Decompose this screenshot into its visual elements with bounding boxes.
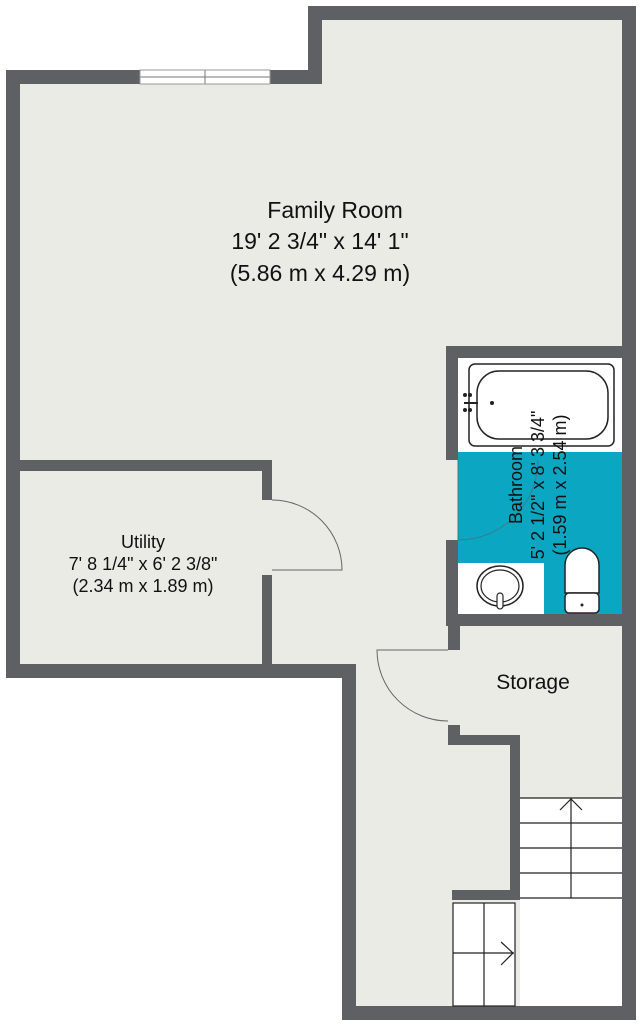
room-dimensions-imperial: 7' 8 1/4" x 6' 2 3/8": [69, 554, 218, 574]
room-dimensions-metric: (1.59 m x 2.54 m): [550, 414, 570, 555]
utility-door[interactable]: [271, 499, 343, 571]
room-name: Family Room: [267, 197, 402, 223]
room-dimensions-metric: (5.86 m x 4.29 m): [230, 260, 410, 286]
room-name: Utility: [121, 532, 165, 552]
stairs: [452, 797, 622, 1007]
tap-icon: [463, 393, 478, 412]
room-name: Bathroom: [506, 446, 526, 524]
floor: [20, 20, 622, 1006]
utility-walls: [6, 460, 272, 665]
storage-walls: [448, 626, 520, 900]
room-dimensions-metric: (2.34 m x 1.89 m): [72, 576, 213, 596]
toilet: [564, 547, 600, 614]
room-dimensions-imperial: 5' 2 1/2" x 8' 3 3/4": [528, 411, 548, 560]
room-dimensions-imperial: 19' 2 3/4" x 14' 1": [231, 228, 408, 254]
bathroom-walls: [446, 346, 636, 626]
utility-label: Utility 7' 8 1/4" x 6' 2 3/8" (2.34 m x …: [69, 532, 218, 596]
storage-door[interactable]: [376, 649, 449, 722]
family-room-label: Family Room 19' 2 3/4" x 14' 1" (5.86 m …: [230, 197, 410, 286]
storage-label: Storage: [496, 671, 570, 694]
drain-icon: [490, 401, 494, 405]
bathroom-label: Bathroom 5' 2 1/2" x 8' 3 3/4" (1.59 m x…: [506, 411, 570, 560]
bathroom: [458, 358, 622, 614]
window: [139, 69, 271, 85]
bathroom-door[interactable]: [457, 459, 539, 541]
